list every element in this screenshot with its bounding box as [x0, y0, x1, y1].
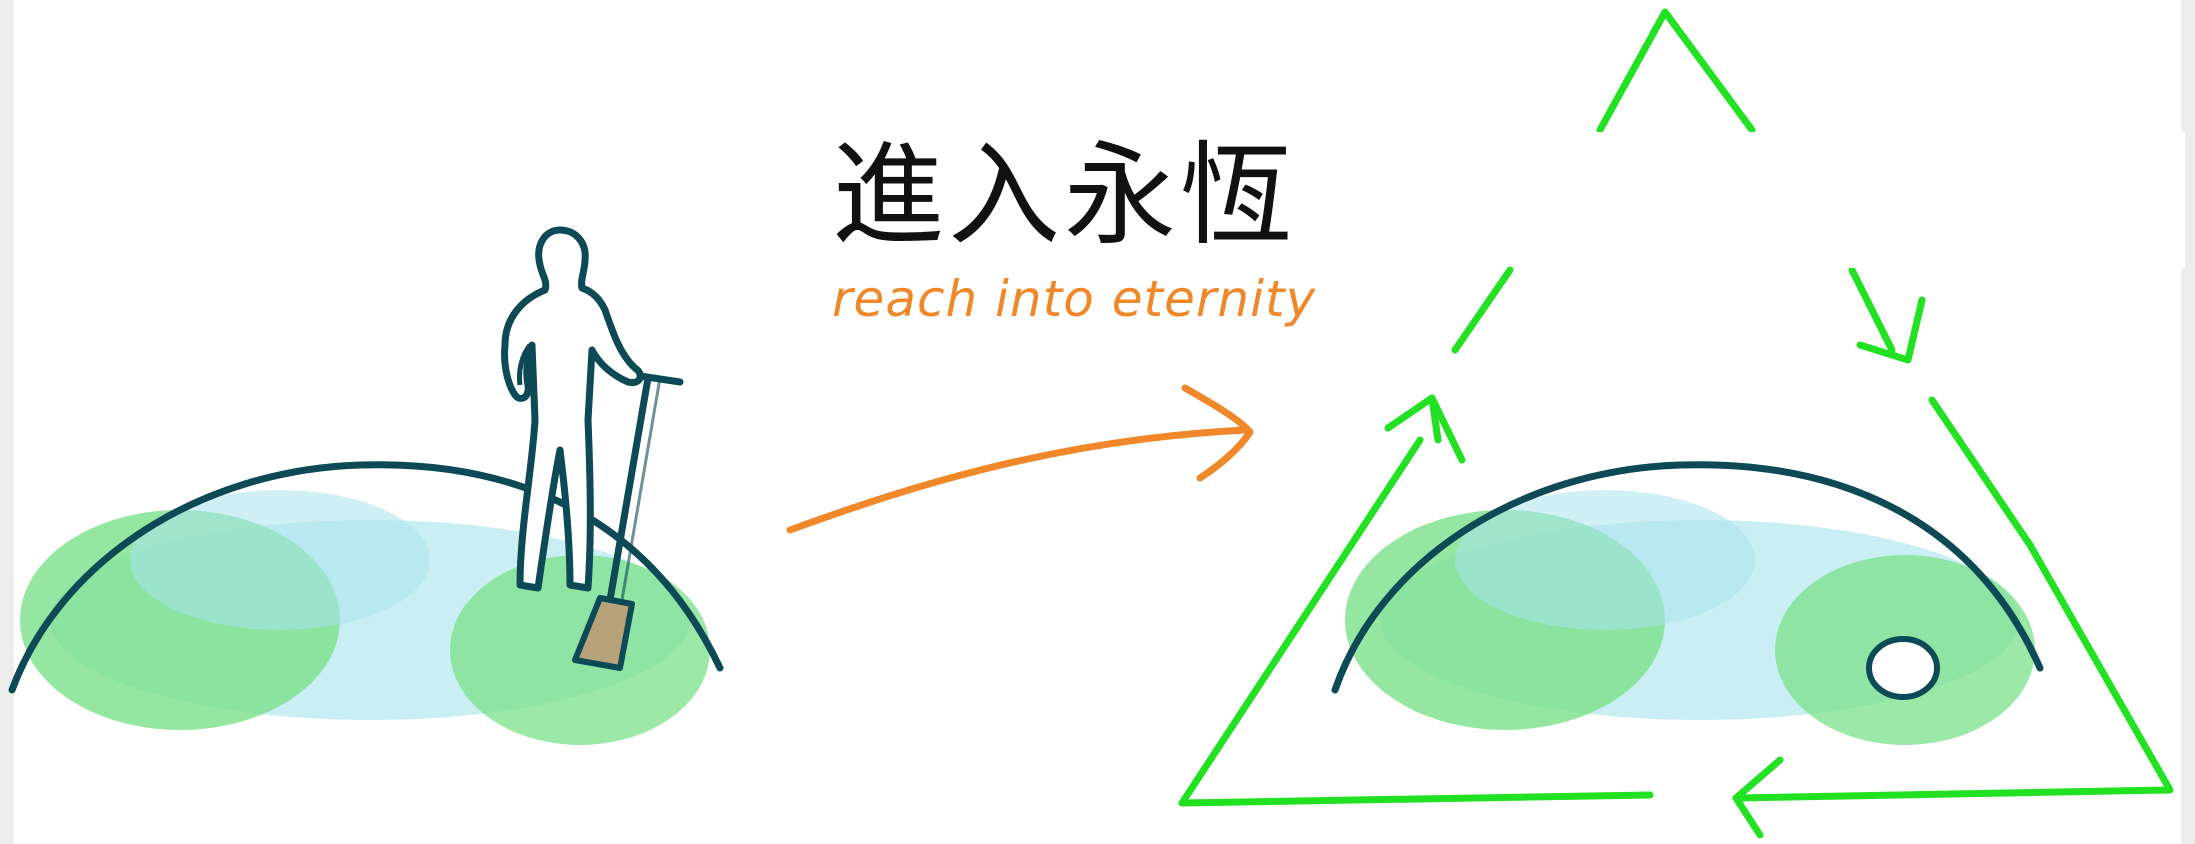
- left-edge-strip: [0, 0, 14, 844]
- right-arrow-icon: [786, 384, 1254, 534]
- left-island-blue-wash: [130, 490, 430, 630]
- right-island-blue-wash: [1455, 490, 1755, 630]
- panel-mask-top: [1582, 132, 2185, 268]
- english-heading: reach into eternity: [832, 270, 1317, 328]
- chinese-heading: 進入永恆: [832, 131, 1296, 261]
- right-hill-outline: [1331, 461, 2044, 694]
- recycle-triangle-icon: [1178, 8, 2174, 839]
- right-island: [1331, 461, 2044, 745]
- hole-circle-icon: [1866, 636, 1940, 700]
- person-with-spade-icon: [501, 226, 684, 671]
- left-hill-outline: [8, 461, 724, 694]
